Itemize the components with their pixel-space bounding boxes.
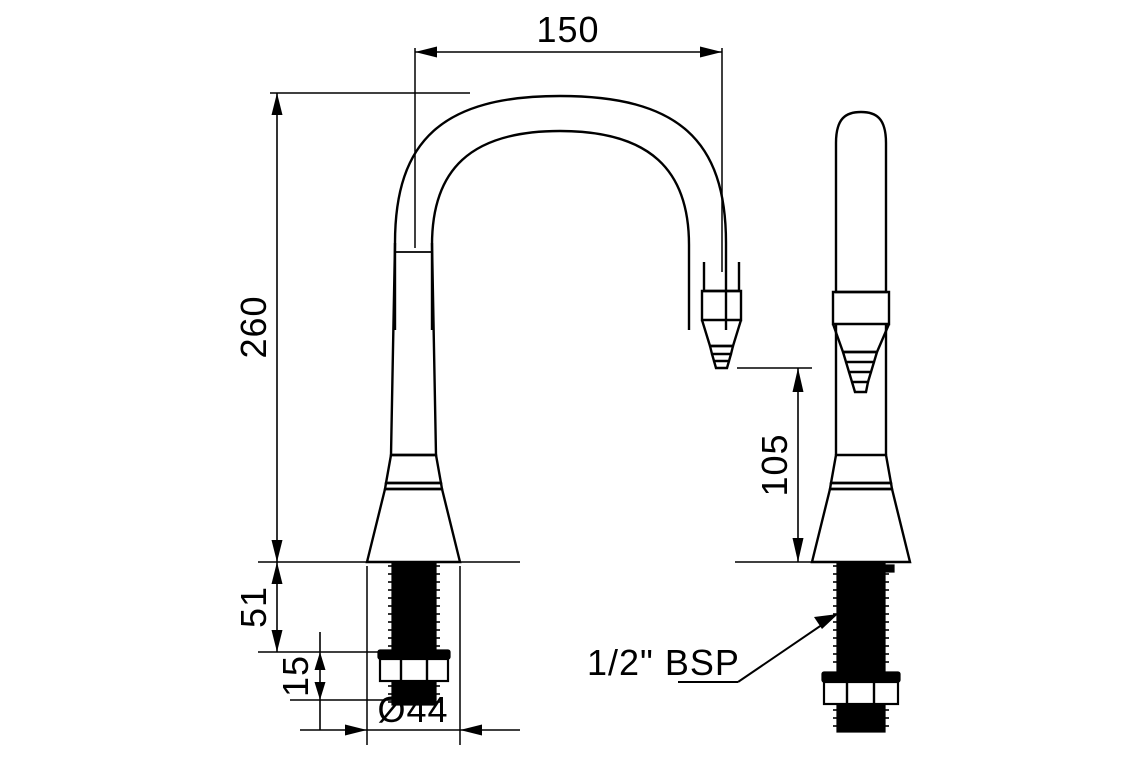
arrowhead-105-bottom bbox=[792, 538, 804, 562]
arrowhead-d44-right bbox=[460, 724, 482, 736]
thread-serrations-right bbox=[436, 565, 440, 647]
arrowhead-150-right bbox=[700, 46, 722, 58]
thread-serrations-left bbox=[388, 565, 392, 647]
front-nozzle-cone bbox=[831, 323, 891, 394]
leader-diagonal bbox=[737, 617, 833, 683]
base-cone-lower bbox=[365, 487, 462, 564]
dim-label-260: 260 bbox=[233, 295, 274, 358]
dimension-overall-height: 260 bbox=[233, 92, 520, 563]
dimension-nut-thickness: 15 bbox=[275, 632, 420, 730]
dimension-base-diameter: Ø44 bbox=[300, 566, 520, 745]
front-hex-nut bbox=[822, 680, 900, 706]
dim-label-105: 105 bbox=[754, 433, 795, 496]
front-thread-serrations-lower bbox=[833, 709, 889, 727]
dimension-spout-reach: 150 bbox=[414, 9, 723, 272]
arrowhead-d44-left bbox=[345, 724, 367, 736]
threaded-shank-lower bbox=[391, 680, 437, 706]
thread-serrations-lower bbox=[388, 685, 440, 703]
front-washer-plate bbox=[821, 671, 901, 683]
arrowhead-51-top bbox=[271, 562, 283, 584]
dim-label-51: 51 bbox=[233, 586, 274, 628]
arrowhead-150-left bbox=[415, 46, 437, 58]
front-nozzle-collar-lower bbox=[831, 290, 891, 326]
dimension-outlet-height: 105 bbox=[735, 367, 812, 563]
arrowhead-15-top bbox=[314, 652, 326, 670]
front-threaded-shank-upper bbox=[836, 561, 886, 673]
front-riser-tube bbox=[834, 110, 888, 265]
threaded-shank-upper bbox=[391, 561, 437, 651]
arrowhead-105-top bbox=[792, 368, 804, 392]
dim-label-150: 150 bbox=[536, 9, 599, 50]
front-body-shaft bbox=[834, 324, 888, 455]
leader-arrowhead bbox=[814, 614, 838, 629]
outlet-nozzle bbox=[700, 262, 743, 370]
riser-tube bbox=[389, 242, 438, 457]
annotation-label-bsp: 1/2" BSP bbox=[587, 642, 740, 683]
gooseneck-faucet-side-view bbox=[365, 94, 743, 706]
dim-label-15: 15 bbox=[275, 655, 316, 697]
hex-nut bbox=[378, 657, 450, 683]
dimension-shank-length: 51 bbox=[233, 562, 420, 653]
base-seal-tab bbox=[884, 564, 895, 573]
arrowhead-51-bottom bbox=[271, 630, 283, 652]
dim-label-d44: Ø44 bbox=[377, 689, 448, 730]
arrowhead-260-bottom bbox=[271, 540, 283, 562]
spout-inner-arc bbox=[430, 129, 691, 330]
base-cone-upper bbox=[384, 453, 443, 485]
arrowhead-260-top bbox=[271, 93, 283, 115]
front-threaded-shank-lower bbox=[836, 703, 886, 733]
gooseneck-faucet-front-view bbox=[810, 110, 912, 733]
arrowhead-15-bottom bbox=[314, 682, 326, 700]
front-base-cone-lower bbox=[810, 487, 912, 564]
front-base-cone-upper bbox=[829, 453, 893, 485]
spout-outer-arc bbox=[393, 94, 728, 330]
front-nozzle-collar-upper bbox=[834, 265, 888, 294]
annotation-thread-callout: 1/2" BSP bbox=[587, 614, 838, 683]
